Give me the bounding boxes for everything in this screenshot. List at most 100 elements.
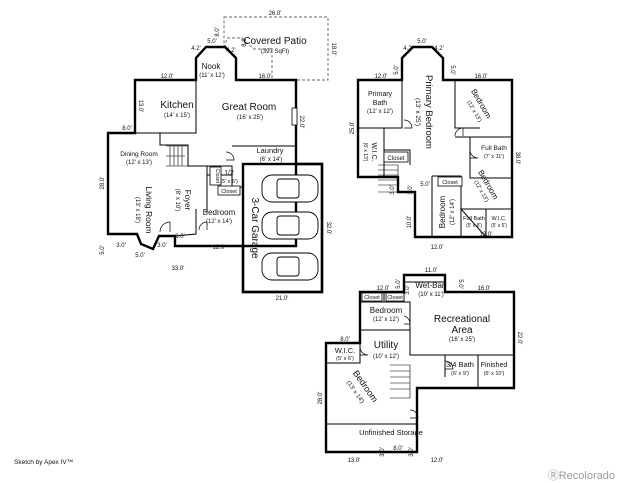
patio-size: (397 SqFt): [261, 49, 289, 55]
dimension: 21.0': [276, 296, 289, 302]
dimension: 5.0': [449, 65, 455, 75]
dimension: 3.0': [116, 243, 126, 249]
car-icon: [261, 252, 319, 281]
dimension: 33.0': [172, 266, 185, 272]
foyer-size: (8' x 10'): [174, 189, 180, 212]
dimension: 38.0': [514, 152, 520, 165]
dining-size: (12' x 13'): [126, 160, 152, 166]
utility-label: Utility: [374, 340, 398, 351]
storage-label: Unfinished Storage: [359, 428, 423, 437]
closet-label: Closet: [364, 295, 380, 301]
bedroom-upper-3-size: (12' x 14'): [450, 199, 456, 225]
dimension: 12.0': [375, 74, 388, 80]
upper-floor: Primary Bedroom (13' x 25') Primary Bath…: [350, 39, 520, 251]
lower-floor: Wet-Bar (10' x 11') Closet Closet Bedroo…: [318, 268, 522, 464]
primary-bedroom-label: Primary Bedroom: [423, 75, 434, 149]
door-swing: [159, 221, 171, 233]
bedroom-main-label: Bedroom: [203, 208, 236, 217]
laundry-size: (6' x 14'): [260, 157, 283, 163]
closet-lower-1: [361, 292, 383, 302]
dimension: 8.0': [175, 234, 185, 240]
dimension: 5.0': [457, 279, 463, 289]
garage-walls: [241, 162, 324, 294]
dimension: 12.0': [431, 245, 444, 251]
primary-bedroom-size: (13' x 25'): [414, 98, 421, 126]
dimension: 22.0': [298, 116, 304, 129]
dimension: 13.0': [480, 232, 493, 238]
dimension: 8.0': [122, 126, 132, 132]
dimension: 10.0': [407, 216, 413, 229]
wic-lower-size: (5' x 6'): [336, 356, 354, 362]
laundry-label: Laundry: [256, 146, 283, 155]
closet-upper: [383, 151, 409, 163]
dimension: 25.0': [350, 122, 356, 135]
full-bath-label: Full Bath: [481, 145, 507, 152]
dimension: 5.0': [417, 39, 427, 45]
dimension: 8.0': [215, 27, 221, 37]
dimension: 12.0': [161, 74, 174, 80]
dimension: 8.0': [340, 337, 350, 343]
dimension: 4.2': [403, 46, 413, 52]
dimension: 3.0': [390, 185, 396, 195]
bedroom-upper-3-label: Bedroom: [438, 195, 447, 228]
dimension: 4.2': [226, 48, 236, 54]
living-label: Living Room: [144, 186, 154, 233]
half-bath-label: 1/2: [224, 170, 234, 177]
dimension: 13.0': [348, 458, 361, 464]
dimension: 3.0': [405, 285, 411, 295]
dimension: 5.0': [396, 279, 402, 289]
dimension: 5.0': [135, 253, 145, 259]
wetbar-label: Wet-Bar: [415, 281, 445, 290]
primary-bath-label: Primary: [368, 91, 393, 98]
bedroom-lower-size: (12' x 12'): [373, 317, 399, 323]
closet-label: Closet: [214, 169, 220, 184]
full-bath-size: (7' x 11'): [484, 154, 505, 160]
dimension: 16.0': [259, 74, 272, 80]
dimension: 28.0': [100, 177, 106, 190]
dining-label: Dining Room: [120, 151, 158, 158]
dimension: 12.0': [213, 245, 226, 251]
dimension: 3.0': [408, 185, 414, 195]
lower-floor-walls: [324, 273, 516, 454]
nook-label: Nook: [202, 62, 222, 71]
nook-size: (11' x 12'): [199, 73, 225, 79]
dimension: 4.2': [434, 46, 444, 52]
living-size: (13' x 18'): [134, 197, 140, 223]
rec-area-label-2: Area: [451, 325, 473, 336]
utility-size: (10' x 12'): [373, 354, 399, 360]
dimension: 16.0': [475, 74, 488, 80]
closet-main-b: [217, 185, 241, 196]
closet-main-a: [209, 166, 222, 186]
dimension: 3.0': [409, 447, 415, 457]
bedroom-main-size: (12' x 14'): [206, 219, 232, 225]
bedroom-lower-label: Bedroom: [370, 306, 403, 315]
closet-label: Closet: [387, 156, 404, 162]
car-icon: [261, 211, 319, 240]
dimension: 5.0': [394, 65, 400, 75]
stairs-lower: [390, 364, 411, 399]
great-room-label: Great Room: [222, 102, 276, 113]
closet-upper-2: [437, 176, 463, 187]
half-bath-size: (5' x 6'): [220, 179, 238, 185]
dimension: 5.0': [207, 39, 217, 45]
door-swing: [403, 315, 411, 325]
sketch-credit: Sketch by Apex IV™: [14, 459, 74, 466]
dimension: 28.0': [318, 392, 324, 405]
dimension: 5.0': [420, 182, 430, 188]
fireplace-marker: [291, 107, 298, 126]
closet-label: Closet: [221, 189, 237, 195]
dimension: 5.0': [100, 245, 106, 255]
stairs-upper: [378, 164, 399, 193]
foyer-label: Foyer: [183, 190, 192, 211]
dimension: 18.0': [330, 43, 336, 56]
stairs-main: [166, 145, 189, 167]
closet-label: Closet: [442, 180, 458, 186]
wic-size: (6' x 13'): [362, 143, 368, 162]
wetbar-size: (10' x 11'): [418, 292, 444, 298]
garage-label: 3-Car Garage: [249, 197, 260, 259]
dimension: 32.0': [325, 222, 331, 235]
dimension: 12.0': [377, 286, 390, 292]
dimension: 4.2': [191, 46, 201, 52]
dimension: 13.0': [137, 100, 143, 113]
